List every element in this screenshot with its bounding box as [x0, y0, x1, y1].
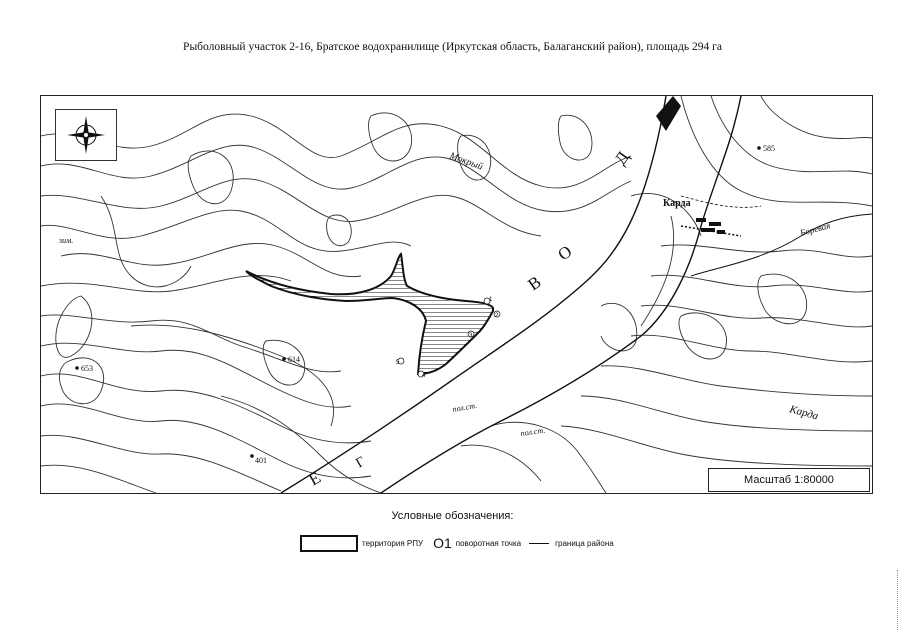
legend-border-line	[529, 542, 550, 544]
label-elev-585: 585	[763, 144, 775, 153]
turn-point-3	[467, 330, 475, 338]
compass-rose	[55, 109, 117, 161]
contour-lines	[41, 112, 632, 493]
label-water-d: Д	[611, 148, 633, 169]
label-water-v: В	[524, 272, 544, 294]
label-pol-st-2: пол.ст.	[520, 426, 546, 438]
map-frame: 1 2 3 4 5 Мокрый Кар	[40, 95, 873, 494]
label-karda-village: Карда	[663, 198, 691, 209]
legend-territory-label: территория РПУ	[362, 538, 424, 548]
legend: территория РПУ О1 поворотная точка грани…	[300, 532, 614, 554]
turn-point-1	[483, 297, 491, 305]
reservoir-banks	[280, 96, 742, 493]
label-elev-614: 614	[288, 355, 300, 364]
legend-turn-label: поворотная точка	[455, 538, 522, 548]
turn-point-5	[397, 357, 405, 365]
turn-point-label-2: 2	[495, 313, 499, 319]
label-water-e: Е	[306, 468, 324, 490]
label-zim: зим.	[58, 236, 73, 245]
map-corner-mark	[656, 96, 681, 131]
label-mokryi: Мокрый	[447, 150, 484, 173]
turn-point-label-1: 1	[489, 297, 493, 303]
label-elev-401: 401	[255, 456, 267, 465]
page-title: Рыболовный участок 2-16, Братское водохр…	[183, 41, 722, 53]
turn-point-label-4: 4	[422, 373, 426, 379]
turn-point-label-3: 3	[469, 333, 473, 339]
label-elev-653: 653	[81, 364, 93, 373]
map-scale: Масштаб 1:80000	[708, 468, 870, 492]
label-borovaya: Боревая	[798, 220, 831, 238]
contour-lines-right	[460, 96, 872, 493]
legend-title: Условные обозначения:	[391, 510, 514, 522]
turn-point-2	[493, 310, 501, 318]
village-karda-buildings	[680, 218, 742, 237]
legend-border-label: граница района	[555, 538, 614, 548]
legend-turn-symbol: О1	[433, 535, 452, 551]
rpu-territory	[245, 252, 494, 376]
compass-icon	[67, 116, 105, 154]
turn-point-4	[417, 370, 425, 378]
elevation-dots	[75, 146, 761, 458]
label-pol-st-1: пол.ст.	[452, 401, 478, 414]
legend-territory-swatch	[300, 534, 358, 552]
topographic-map: 1 2 3 4 5 Мокрый Кар	[41, 96, 872, 493]
page-edge-mark	[897, 570, 904, 630]
road	[680, 195, 762, 208]
label-water-o: О	[554, 242, 575, 265]
turn-point-label-5: 5	[396, 360, 400, 366]
label-karda-river: Карда	[787, 403, 820, 423]
turn-points: 1 2 3 4 5	[396, 297, 501, 379]
label-water-g: Г	[354, 454, 369, 471]
district-border	[690, 213, 872, 277]
